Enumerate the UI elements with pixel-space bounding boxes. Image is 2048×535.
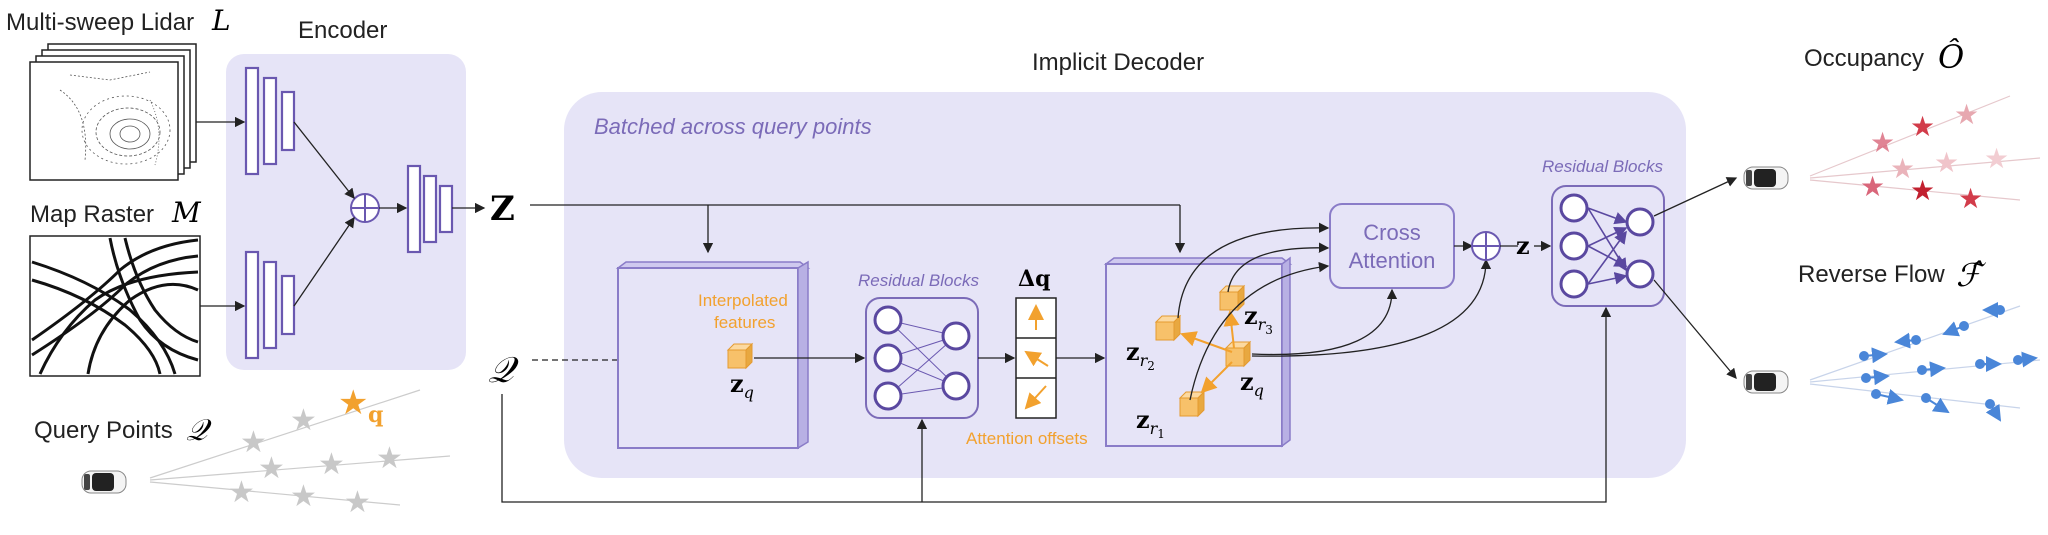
- delta-q-label: Δq: [1018, 266, 1050, 292]
- zq2-label: zq: [1240, 367, 1264, 400]
- latent-z-symbol: Z: [490, 189, 515, 229]
- gray-star-icons: ★ ★ ★ ★ ★ ★ ★ ★: [228, 404, 403, 519]
- svg-text:★: ★: [1954, 99, 1979, 130]
- svg-text:★: ★: [1870, 127, 1895, 158]
- zq-label: zq: [730, 369, 754, 402]
- interpolated-label-2: features: [714, 313, 775, 332]
- query-star-symbol: q: [368, 402, 383, 428]
- lidar-symbol: L: [211, 4, 231, 37]
- svg-text:★: ★: [228, 476, 255, 509]
- flow-label: Reverse Flow: [1798, 261, 1945, 288]
- zr1-label: zr1: [1136, 405, 1165, 441]
- fusion-plus-icon: [350, 193, 380, 223]
- zr3-label: zr3: [1244, 301, 1273, 337]
- query-label: Query Points: [34, 417, 173, 444]
- attention-offsets-label: Attention offsets: [966, 429, 1088, 448]
- lidar-label: Multi-sweep Lidar: [6, 9, 194, 36]
- ego-car-icon: [81, 470, 127, 494]
- attention-offsets-column: [1015, 297, 1057, 419]
- svg-text:Attention: Attention: [1349, 248, 1436, 273]
- occupancy-symbol: Ô: [1938, 38, 1964, 76]
- svg-text:★: ★: [258, 452, 285, 485]
- map-label: Map Raster: [30, 201, 154, 228]
- svg-text:★: ★: [1934, 147, 1959, 178]
- query-star-icon: ★: [338, 384, 368, 422]
- svg-text:★: ★: [1958, 183, 1983, 214]
- flow-arrow-icons: [1859, 302, 2038, 422]
- svg-text:★: ★: [1860, 171, 1885, 202]
- feature-volume-1: [615, 260, 811, 450]
- map-symbol: M: [171, 196, 202, 229]
- ego-car-icon-flow: [1743, 370, 1789, 394]
- ego-car-icon-occupancy: [1743, 166, 1789, 190]
- svg-text:★: ★: [1984, 143, 2009, 174]
- svg-text:★: ★: [344, 486, 371, 519]
- svg-text:★: ★: [1910, 175, 1935, 206]
- map-raster: [29, 235, 201, 377]
- encoder-blocks: [244, 66, 454, 360]
- interpolated-label-1: Interpolated: [698, 291, 788, 310]
- flow-symbol: ℱ̂: [1956, 256, 1987, 294]
- svg-text:★: ★: [318, 448, 345, 481]
- zr2-label: zr2: [1126, 337, 1155, 373]
- encoder-title: Encoder: [298, 17, 387, 44]
- svg-text:★: ★: [290, 480, 317, 513]
- cross-attention-block: Cross Attention: [1329, 203, 1455, 289]
- query-symbol-mid: 𝒬: [488, 350, 519, 391]
- residual-blocks-2: [1551, 185, 1665, 307]
- occupancy-label: Occupancy: [1804, 45, 1924, 72]
- decoder-title: Implicit Decoder: [1032, 49, 1204, 76]
- residual-plus-icon: [1471, 231, 1501, 261]
- z-out-label: z: [1516, 231, 1530, 260]
- residual-blocks-label-2: Residual Blocks: [1542, 157, 1663, 176]
- svg-text:★: ★: [290, 404, 317, 437]
- reverse-flow-scene: [1743, 302, 2041, 422]
- batched-label: Batched across query points: [594, 114, 872, 139]
- zq-cube-icon: [726, 342, 754, 370]
- svg-text:★: ★: [1890, 153, 1915, 184]
- query-symbol: 𝒬: [186, 413, 212, 448]
- occupancy-scene: ★ ★ ★ ★ ★ ★ ★ ★ ★: [1743, 95, 2041, 214]
- query-points-scene: ★ ★ ★ ★ ★ ★ ★ ★ ★ q: [81, 384, 451, 519]
- lidar-sweeps: [29, 43, 197, 181]
- svg-text:Cross: Cross: [1363, 220, 1420, 245]
- svg-text:★: ★: [376, 442, 403, 475]
- residual-blocks-label-1: Residual Blocks: [858, 271, 979, 290]
- residual-blocks-1: [865, 297, 979, 419]
- occupancy-star-icons: ★ ★ ★ ★ ★ ★ ★ ★ ★: [1860, 99, 2009, 214]
- svg-text:★: ★: [1910, 111, 1935, 142]
- lidar-pointcloud: [59, 71, 171, 166]
- svg-text:★: ★: [240, 426, 267, 459]
